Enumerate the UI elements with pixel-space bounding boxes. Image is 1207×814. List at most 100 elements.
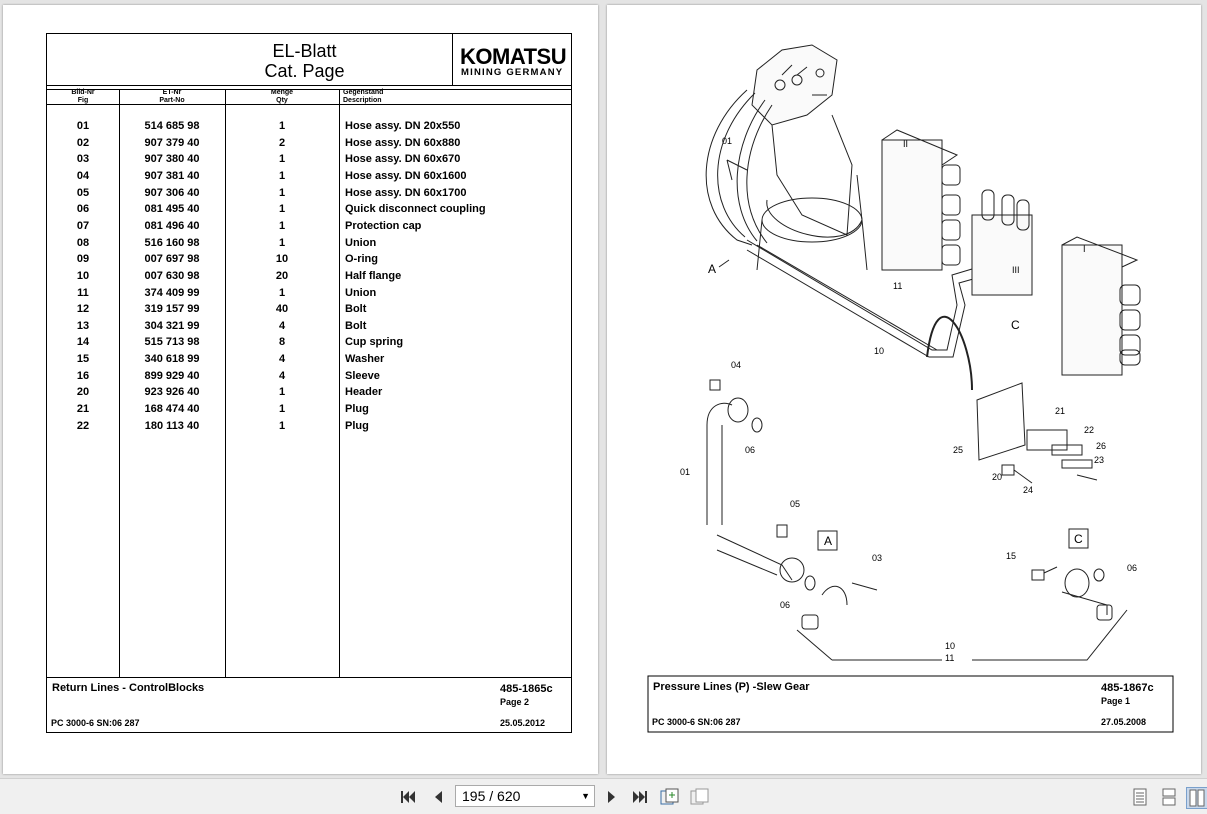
- callout-A: A: [708, 262, 716, 276]
- callout-C: C: [1011, 318, 1020, 332]
- footer-model: PC 3000-6 SN:06 287: [51, 718, 140, 728]
- cell-fig: 09: [76, 253, 90, 266]
- cell-part-no: 907 379 40: [144, 136, 200, 149]
- cell-qty: 4: [278, 353, 286, 366]
- callout-04: 04: [731, 360, 741, 370]
- callout-10: 10: [874, 346, 884, 356]
- footer-code: 485-1865c: [500, 683, 553, 695]
- cell-qty: 1: [278, 169, 286, 182]
- table-row: 06 081 495 40 1 Quick disconnect coupling: [47, 203, 572, 219]
- callout-20: 20: [992, 472, 1002, 482]
- footer-title: Return Lines - ControlBlocks: [52, 682, 205, 694]
- facing-page-icon[interactable]: [1186, 787, 1207, 809]
- right-diagram-page: 01 11 10 A C II III I 04 06 01 05 03 06 …: [607, 5, 1201, 774]
- cell-description: Quick disconnect coupling: [345, 203, 486, 216]
- page-number-select[interactable]: 195 / 620 ▼: [455, 785, 595, 807]
- roman-II: II: [903, 139, 908, 149]
- callout-01b: 01: [680, 467, 690, 477]
- cell-part-no: 340 618 99: [144, 353, 200, 366]
- cell-description: Plug: [345, 419, 369, 432]
- cell-fig: 06: [76, 203, 90, 216]
- diagram-footer-code: 485-1867c: [1101, 682, 1154, 694]
- cell-description: Washer: [345, 353, 385, 366]
- callout-06a: 06: [745, 445, 755, 455]
- fit-width-icon[interactable]: [690, 787, 710, 807]
- cell-description: Union: [345, 286, 377, 299]
- cell-fig: 04: [76, 169, 90, 182]
- komatsu-logo: KOMATSU MINING GERMANY: [452, 34, 573, 85]
- diagram-footer-date: 27.05.2008: [1101, 717, 1147, 727]
- cell-description: Union: [345, 236, 377, 249]
- next-page-icon[interactable]: [602, 787, 622, 807]
- cell-qty: 1: [278, 286, 286, 299]
- callout-11: 11: [893, 281, 902, 291]
- first-page-icon[interactable]: [398, 787, 418, 807]
- title-line-1: EL-Blatt: [272, 41, 337, 61]
- last-page-icon[interactable]: [630, 787, 650, 807]
- cell-part-no: 907 306 40: [144, 186, 200, 199]
- callout-01: 01: [722, 136, 732, 146]
- cell-qty: 4: [278, 319, 286, 332]
- callout-22: 22: [1084, 425, 1094, 435]
- left-catalog-page: EL-Blatt Cat. Page KOMATSU MINING GERMAN…: [3, 5, 598, 774]
- logo-subtitle: MINING GERMANY: [461, 67, 564, 78]
- cell-description: Half flange: [345, 269, 402, 282]
- cell-part-no: 899 929 40: [144, 369, 200, 382]
- cell-description: Sleeve: [345, 369, 380, 382]
- detail-A-label: A: [824, 534, 832, 548]
- callout-25: 25: [953, 445, 963, 455]
- cell-qty: 1: [278, 419, 286, 432]
- cell-qty: 2: [278, 136, 286, 149]
- table-row: 15 340 618 99 4 Washer: [47, 353, 572, 369]
- catalog-sheet: EL-Blatt Cat. Page KOMATSU MINING GERMAN…: [46, 33, 572, 733]
- cell-description: Bolt: [345, 303, 367, 316]
- col-part-en: Part-No: [159, 96, 185, 104]
- fit-page-icon[interactable]: [660, 787, 680, 807]
- cell-part-no: 516 160 98: [144, 236, 200, 249]
- cell-description: Cup spring: [345, 336, 404, 349]
- cell-fig: 07: [76, 219, 90, 232]
- cell-fig: 08: [76, 236, 90, 249]
- cell-qty: 20: [275, 269, 289, 282]
- continuous-page-icon[interactable]: [1159, 787, 1179, 807]
- cell-part-no: 081 496 40: [144, 219, 200, 232]
- cell-part-no: 081 495 40: [144, 203, 200, 216]
- callout-24: 24: [1023, 485, 1033, 495]
- cell-description: O-ring: [345, 253, 378, 266]
- callout-03: 03: [872, 553, 882, 563]
- col-qty-de: Menge: [270, 89, 294, 96]
- cell-qty: 1: [278, 120, 286, 132]
- cell-part-no: 374 409 99: [144, 286, 200, 299]
- roman-III: III: [1012, 265, 1020, 275]
- exploded-diagram: 01 11 10 A C II III I 04 06 01 05 03 06 …: [647, 44, 1174, 733]
- col-desc-en: Description: [343, 96, 382, 104]
- single-page-icon[interactable]: [1130, 787, 1150, 807]
- cell-part-no: 907 380 40: [144, 153, 200, 166]
- cell-description: Plug: [345, 403, 369, 416]
- col-fig-de: Bild-Nr: [71, 89, 95, 96]
- prev-page-icon[interactable]: [428, 787, 448, 807]
- footer-date: 25.05.2012: [500, 718, 546, 728]
- diagram-footer-model: PC 3000-6 SN:06 287: [652, 717, 741, 727]
- callout-26: 26: [1096, 441, 1106, 451]
- cell-qty: 1: [278, 203, 286, 216]
- page-indicator: 195 / 620: [462, 788, 521, 804]
- cell-description: Hose assy. DN 60x670: [345, 153, 461, 166]
- callout-10b: 10: [945, 641, 955, 651]
- title-line-2: Cat. Page: [264, 61, 345, 81]
- cell-fig: 15: [76, 353, 90, 366]
- logo-text: KOMATSU: [460, 44, 567, 69]
- cell-description: Hose assy. DN 20x550: [345, 120, 461, 132]
- cell-qty: 40: [275, 303, 289, 316]
- cell-fig: 20: [76, 386, 90, 399]
